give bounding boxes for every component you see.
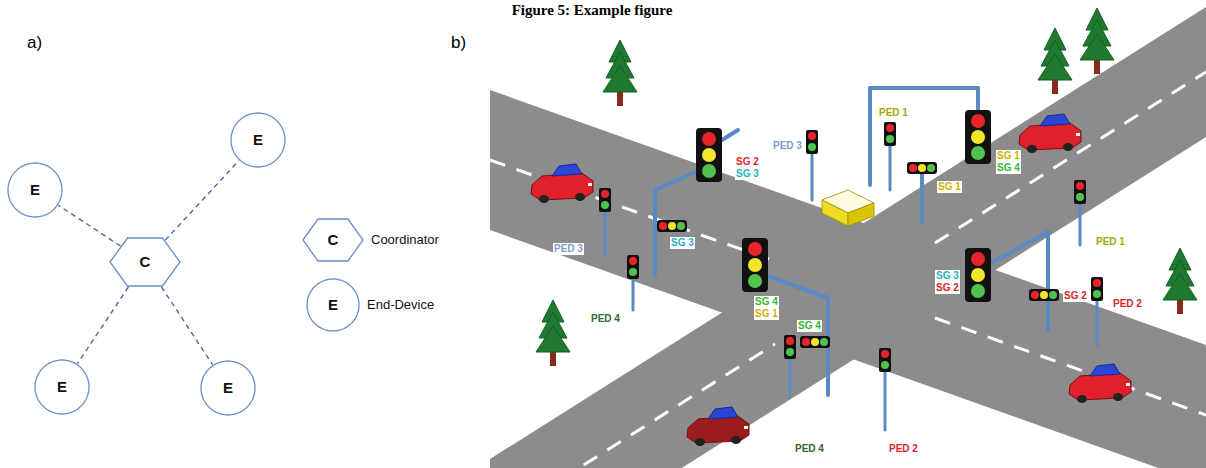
pedestrian-signal	[884, 122, 896, 146]
coordinator-hexagon: C	[109, 237, 181, 287]
tree	[1080, 8, 1114, 74]
signal-group-label: SG 2	[935, 282, 960, 294]
node-letter: E	[253, 131, 263, 149]
node-letter: E	[57, 378, 67, 396]
figure-title: Figure 5: Example figure	[0, 1, 1184, 19]
signal-group-label: SG 1	[754, 308, 779, 320]
pedestrian-signal-label: PED 4	[794, 443, 825, 455]
pedestrian-signal	[1074, 180, 1086, 204]
dashed-link	[161, 287, 212, 365]
legend-entry: End-Device	[367, 297, 434, 313]
signal-group-label: SG 4	[996, 162, 1021, 174]
car	[687, 407, 749, 446]
node-letter: C	[328, 231, 339, 249]
signal-group-label: SG 3	[670, 237, 695, 249]
horizontal-signal	[1029, 289, 1059, 301]
node-letter: E	[328, 296, 338, 314]
controller-box	[822, 190, 874, 226]
panel-letter: a)	[26, 33, 43, 53]
signal-poles	[655, 88, 1048, 395]
signal-group-label: SG 3	[935, 270, 960, 282]
legend-entry: Coordinator	[371, 232, 439, 248]
vehicle-signal	[696, 128, 722, 182]
end-device-circle: E	[200, 360, 256, 416]
tree	[536, 300, 570, 366]
horizontal-signal	[657, 220, 687, 232]
pedestrian-signal	[599, 188, 611, 212]
signal-group-label: SG 2	[735, 156, 760, 168]
pedestrian-signal-label: PED 1	[1095, 236, 1126, 248]
tree	[603, 40, 637, 106]
vehicle-signal	[965, 110, 991, 164]
node-letter: E	[223, 379, 233, 397]
panel-letter: b)	[450, 33, 467, 53]
car	[1019, 114, 1081, 153]
legend-text: Coordinator	[371, 232, 439, 248]
pedestrian-signal-label: PED 4	[590, 313, 621, 325]
car	[1069, 364, 1131, 403]
legend-hexagon: C	[302, 218, 364, 262]
tree	[1163, 248, 1197, 314]
legend-text: End-Device	[367, 297, 434, 313]
signal-group-label: SG 4	[797, 320, 822, 332]
pedestrian-signal-label: PED 2	[888, 443, 919, 455]
lane-markings	[490, 72, 1206, 468]
tree	[1038, 28, 1072, 94]
dashed-link	[165, 161, 239, 241]
pedestrian-signal	[879, 348, 891, 372]
car	[531, 164, 593, 203]
horizontal-signal	[907, 162, 937, 174]
vehicle-signal	[965, 248, 991, 302]
pedestrian-signal	[627, 255, 639, 279]
pedestrian-signal	[784, 335, 796, 359]
end-device-circle: E	[230, 112, 286, 168]
legend-circle: E	[306, 278, 360, 332]
end-device-circle: E	[34, 359, 90, 415]
dashed-link	[58, 205, 120, 246]
pedestrian-signal-label: PED 3	[553, 243, 584, 255]
road	[490, 7, 1206, 468]
node-letter: E	[30, 181, 40, 199]
dashed-link	[77, 287, 128, 364]
node-letter: C	[140, 253, 151, 271]
signal-group-label: SG 4	[754, 296, 779, 308]
end-device-circle: E	[7, 162, 63, 218]
pedestrian-signal-label: PED 2	[1112, 298, 1143, 310]
signal-group-label: SG 2	[1063, 290, 1088, 302]
signal-group-label: SG 1	[996, 150, 1021, 162]
signal-group-label: SG 3	[735, 168, 760, 180]
vehicle-signal	[742, 238, 768, 292]
horizontal-signal	[800, 336, 830, 348]
pedestrian-poles	[605, 146, 1097, 430]
pedestrian-signal	[1091, 277, 1103, 301]
signal-group-label: SG 1	[937, 181, 962, 193]
pedestrian-signal	[806, 130, 818, 154]
pedestrian-signal-label: PED 3	[772, 140, 803, 152]
pedestrian-signal-label: PED 1	[878, 107, 909, 119]
